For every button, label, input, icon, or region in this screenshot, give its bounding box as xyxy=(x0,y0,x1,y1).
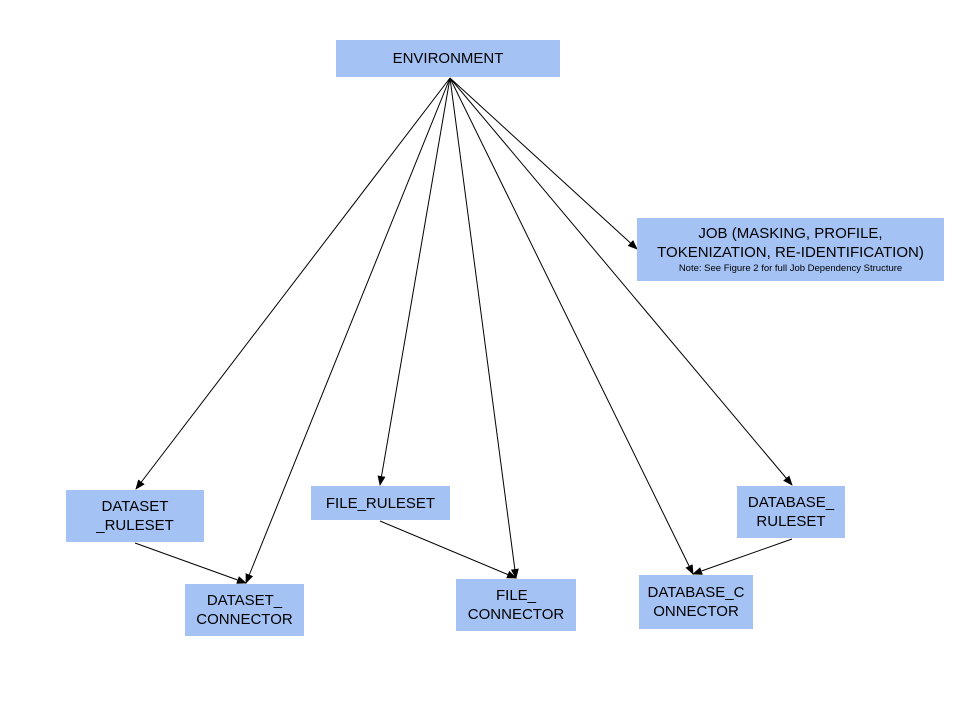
database-connector-label-line-1: DATABASE_C xyxy=(647,584,745,601)
dataset-ruleset-node: DATASET _RULESET xyxy=(66,490,204,542)
arrow-environment-to-job xyxy=(449,77,638,250)
file-ruleset-label: FILE_RULESET xyxy=(325,494,436,512)
file-connector-node: FILE_ CONNECTOR xyxy=(456,579,576,631)
job-note: Note: See Figure 2 for full Job Dependen… xyxy=(678,262,903,274)
dataset-connector-label-line-1: DATASET_ xyxy=(206,592,283,609)
arrow-environment-to-file-connector xyxy=(449,77,519,579)
database-connector-node: DATABASE_C ONNECTOR xyxy=(639,575,753,629)
dataset-ruleset-label-line-2: _RULESET xyxy=(96,517,174,534)
arrow-database-ruleset-to-database-connector xyxy=(692,538,793,575)
dataset-connector-node: DATASET_ CONNECTOR xyxy=(185,584,304,636)
job-node: JOB (MASKING, PROFILE, TOKENIZATION, RE-… xyxy=(637,218,944,281)
arrow-environment-to-database-ruleset xyxy=(449,77,793,486)
database-ruleset-label-line-1: DATABASE_ xyxy=(747,494,835,511)
arrow-environment-to-dataset-connector xyxy=(245,77,451,584)
file-ruleset-node: FILE_RULESET xyxy=(311,486,450,520)
arrow-environment-to-file-ruleset xyxy=(377,77,451,486)
environment-node: ENVIRONMENT xyxy=(336,40,560,77)
database-ruleset-label-line-2: RULESET xyxy=(756,513,826,530)
file-connector-label-line-2: CONNECTOR xyxy=(467,606,565,623)
arrow-environment-to-dataset-ruleset xyxy=(135,77,451,490)
file-connector-label-line-1: FILE_ xyxy=(495,587,537,604)
job-label-line-1: JOB (MASKING, PROFILE, xyxy=(698,224,883,242)
job-label-line-2: TOKENIZATION, RE-IDENTIFICATION) xyxy=(657,243,924,261)
environment-label: ENVIRONMENT xyxy=(392,50,504,67)
arrow-dataset-ruleset-to-dataset-connector xyxy=(134,542,247,584)
dataset-connector-label-line-2: CONNECTOR xyxy=(196,611,293,628)
database-connector-label-line-2: ONNECTOR xyxy=(653,603,739,620)
arrow-file-ruleset-to-file-connector xyxy=(379,520,517,579)
dataset-ruleset-label-line-1: DATASET xyxy=(101,498,169,515)
database-ruleset-node: DATABASE_ RULESET xyxy=(737,486,845,538)
arrow-environment-to-database-connector xyxy=(449,77,694,575)
